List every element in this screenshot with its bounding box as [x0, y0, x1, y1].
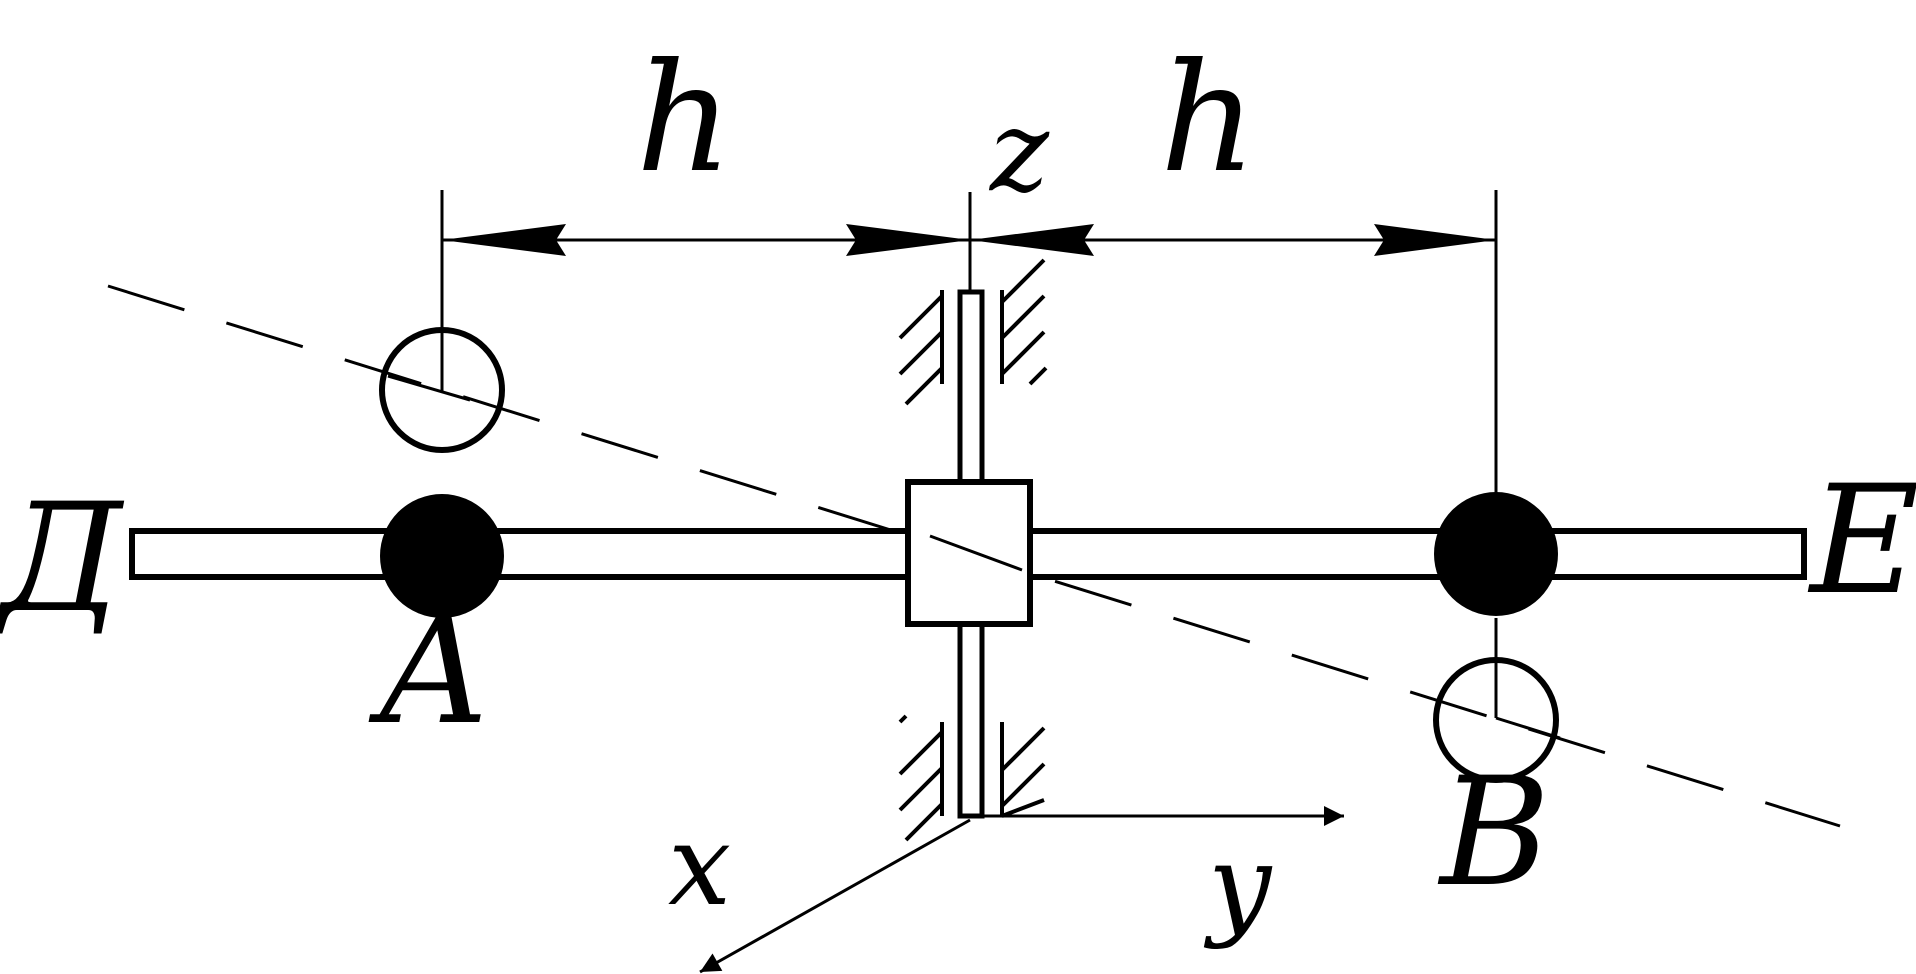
- shaft-lower: [957, 621, 985, 819]
- mass-right-filled: [1434, 492, 1558, 616]
- lower-bearing-hatch: [898, 714, 1046, 842]
- label-x: x: [668, 801, 731, 931]
- arrowhead-right-b: [1374, 224, 1496, 256]
- shaft-upper: [957, 289, 985, 485]
- label-y: y: [1203, 821, 1273, 951]
- central-hub: [905, 479, 1033, 627]
- label-B: B: [1437, 746, 1550, 920]
- hollow-position-upper: [379, 327, 505, 453]
- label-D: Д: [0, 472, 125, 646]
- label-A: A: [368, 584, 488, 758]
- hollow-lower-dash: [1495, 716, 1561, 740]
- mass-A: [380, 494, 504, 618]
- mass-B-hollow: [1433, 657, 1559, 783]
- hollow-upper-dash: [387, 374, 471, 402]
- arrowhead-left-b: [846, 224, 970, 256]
- label-h-right: h: [1160, 32, 1257, 206]
- label-E: E: [1807, 454, 1916, 628]
- label-h-left: h: [636, 32, 733, 206]
- upper-bearing-hatch: [898, 258, 1048, 406]
- arrowhead-right-a: [970, 224, 1094, 256]
- arrowhead-left-a: [442, 224, 566, 256]
- inclined-line-through-hub: [929, 534, 1023, 572]
- x-axis: [699, 818, 971, 974]
- label-z: z: [988, 87, 1050, 217]
- dimension-arrowheads: [442, 224, 1496, 256]
